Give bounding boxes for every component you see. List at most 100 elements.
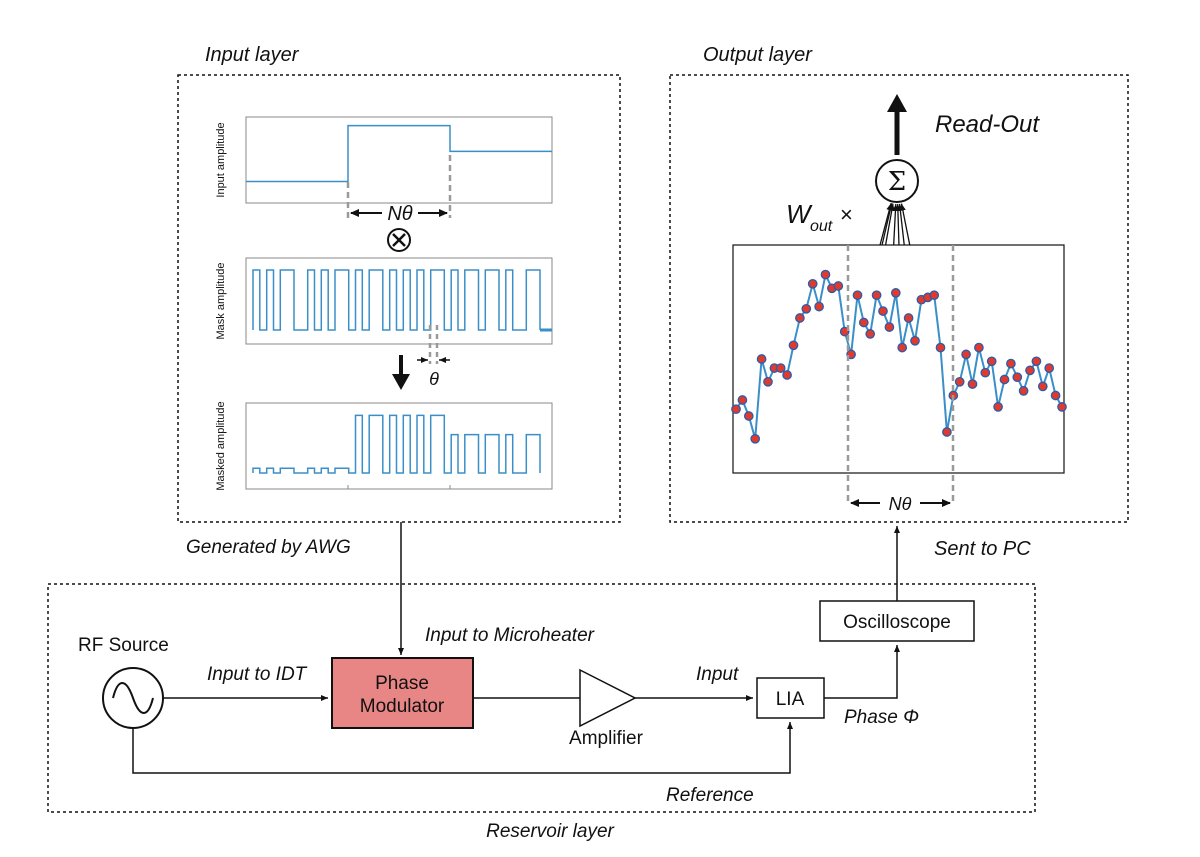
phase-modulator: Phase Modulator xyxy=(331,657,474,729)
summation-circle xyxy=(875,159,919,203)
sample-point xyxy=(731,404,741,415)
sample-point xyxy=(763,376,773,387)
sample-point xyxy=(961,349,971,360)
input-amplitude-ylabel: Input amplitude xyxy=(215,122,227,197)
sample-point xyxy=(833,281,844,291)
sample-point xyxy=(974,342,984,353)
sample-point xyxy=(1057,402,1067,412)
sample-point xyxy=(890,288,901,298)
sample-point xyxy=(1018,386,1029,396)
amplifier: Amplifier xyxy=(569,668,644,749)
sample-point xyxy=(1025,365,1035,376)
weights-times: × xyxy=(840,202,853,227)
output-sample-points xyxy=(731,269,1067,444)
input-label: Input xyxy=(696,664,739,685)
sample-point xyxy=(942,427,952,437)
output-plot-frame xyxy=(732,244,1065,474)
sample-point xyxy=(1031,356,1042,367)
sample-point xyxy=(1012,372,1023,383)
output-layer-title: Output layer xyxy=(703,44,813,66)
sample-point xyxy=(929,290,940,301)
sample-point xyxy=(980,367,991,378)
sample-point xyxy=(750,433,761,444)
sample-point xyxy=(935,342,946,353)
phase-modulator-label-line2: Modulator xyxy=(360,696,445,717)
weights-label: W out × xyxy=(786,199,853,235)
readout-arrow-icon xyxy=(887,94,907,155)
sample-point xyxy=(865,329,876,339)
sample-point xyxy=(910,335,920,346)
input-to-microheater-label: Input to Microheater xyxy=(425,625,595,646)
sample-point xyxy=(1050,390,1061,401)
multiply-icon xyxy=(387,228,411,252)
input-layer-title: Input layer xyxy=(205,44,300,66)
oscilloscope: Oscilloscope xyxy=(819,600,975,642)
down-arrow-icon xyxy=(392,355,410,390)
sample-point xyxy=(782,370,792,380)
sine-wave-icon xyxy=(112,682,154,714)
input-layer: Input layer Input amplitude Nθ Mask ampl… xyxy=(177,44,621,558)
sample-point xyxy=(999,374,1010,385)
oscilloscope-label: Oscilloscope xyxy=(843,612,951,633)
sample-point xyxy=(775,363,786,373)
lia: LIA xyxy=(756,677,825,719)
input-to-idt-label: Input to IDT xyxy=(207,664,308,685)
output-layer: Output layer Read-Out Σ W out × xyxy=(669,44,1129,560)
reservoir-layer-title: Reservoir layer xyxy=(486,821,614,842)
sample-point xyxy=(897,342,908,353)
masked-amplitude-plot: Masked amplitude xyxy=(215,401,553,491)
amplifier-triangle-icon xyxy=(579,668,637,728)
plot-frame xyxy=(245,116,553,204)
theta-label: θ xyxy=(429,369,439,389)
output-signal-line xyxy=(735,271,1063,440)
sample-point xyxy=(967,379,978,389)
output-layer-frame xyxy=(669,74,1129,523)
mask-amplitude-plot: Mask amplitude θ xyxy=(215,257,553,389)
sample-point xyxy=(986,356,997,367)
lia-to-oscilloscope-arrow xyxy=(824,645,900,699)
generated-by-awg-label: Generated by AWG xyxy=(186,537,351,558)
input-signal-line xyxy=(246,124,552,183)
plot-frame xyxy=(245,402,553,490)
sample-point xyxy=(814,301,824,312)
input-amplitude-plot: Input amplitude Nθ xyxy=(215,116,553,225)
n-theta-label: Nθ xyxy=(387,203,412,225)
amplifier-label: Amplifier xyxy=(569,728,644,749)
sample-point xyxy=(878,306,888,316)
sample-point xyxy=(852,290,863,301)
reference-label: Reference xyxy=(666,785,754,806)
sample-point xyxy=(743,411,754,421)
sigma-symbol: Σ xyxy=(888,167,906,197)
reference-line xyxy=(132,722,793,774)
sample-point xyxy=(903,313,914,323)
reservoir-layer: Reservoir layer Input to Microheater RF … xyxy=(47,522,1036,842)
mask-amplitude-ylabel: Mask amplitude xyxy=(215,262,227,339)
sample-point xyxy=(756,354,767,364)
masked-amplitude-ylabel: Masked amplitude xyxy=(215,401,227,490)
sample-point xyxy=(871,290,882,301)
sample-point xyxy=(795,313,805,323)
output-n-theta-label: Nθ xyxy=(889,494,912,514)
weights-main: W xyxy=(786,199,813,229)
phase-label: Phase Φ xyxy=(844,707,919,728)
sample-point xyxy=(858,317,869,328)
phase-modulator-label-line1: Phase xyxy=(375,673,429,694)
weights-subscript: out xyxy=(810,218,833,235)
phase-modulator-box xyxy=(331,657,474,729)
readout-label: Read-Out xyxy=(935,111,1040,138)
sample-point xyxy=(788,340,799,351)
masked-signal-line xyxy=(252,414,541,474)
sample-point xyxy=(807,278,818,289)
sample-point xyxy=(1044,363,1055,373)
output-response-plot: Nθ xyxy=(731,244,1067,514)
summation-node: Σ xyxy=(875,159,919,203)
sample-point xyxy=(737,395,748,405)
sample-point xyxy=(1006,358,1016,369)
sample-point xyxy=(820,269,831,280)
input-layer-frame xyxy=(177,74,621,523)
sample-point xyxy=(801,303,812,314)
sample-point xyxy=(884,322,895,332)
sample-point xyxy=(1037,381,1048,392)
mask-signal-line xyxy=(252,269,541,331)
